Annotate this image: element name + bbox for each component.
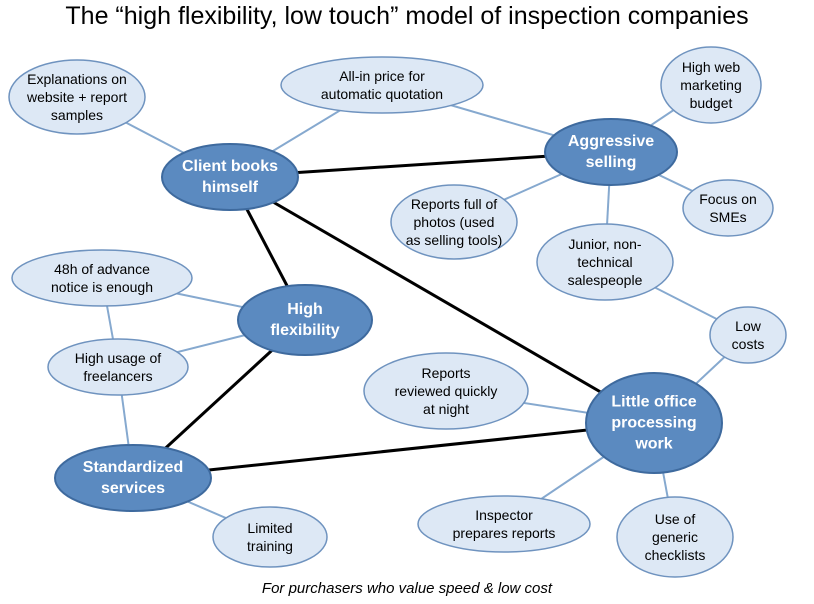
node-shape-junior-salespeople [536,223,674,301]
node-label-low-costs-line-0: Low [735,318,762,334]
diagram-title: The “high flexibility, low touch” model … [65,2,749,30]
node-label-reports-reviewed-quickly-line-0: Reports [421,365,470,381]
node-label-little-office-processing-work-line-2: work [634,435,672,452]
node-high-usage-freelancers: High usage of freelancers [47,338,189,396]
node-label-little-office-processing-work-line-0: Little office [611,394,696,411]
node-junior-salespeople: Junior, non-technical salespeople [536,223,674,301]
node-label-explanations-on-website-line-2: samples [51,107,103,123]
node-shape-client-books-himself [161,143,299,211]
node-label-generic-checklists-line-0: Use of [655,511,696,527]
node-label-advance-notice-line-0: 48h of advance [54,261,150,277]
node-label-reports-full-of-photos-line-1: photos (used [414,214,495,230]
node-label-explanations-on-website-line-1: website + report [26,89,127,105]
node-layer: Client bookshimselfAggressivesellingHigh… [8,46,787,578]
node-standardized-services: Standardized services [54,444,212,512]
node-shape-focus-on-smes [682,179,774,237]
node-label-reports-reviewed-quickly-line-2: at night [423,401,469,417]
node-reports-full-of-photos: Reports full of photos (used as selling to… [390,184,518,260]
node-little-office-processing-work: Little office processing work [585,372,723,474]
edge-client-books-himself-to-little-office-processing-work [229,175,655,425]
node-label-high-flexibility-line-0: High [287,301,323,318]
node-label-aggressive-selling-line-0: Aggressive [568,133,654,150]
node-label-reports-full-of-photos-line-0: Reports full of [411,196,497,212]
node-label-focus-on-smes-line-0: Focus on [699,191,757,207]
node-label-aggressive-selling-line-1: selling [586,154,637,171]
node-shape-reports-reviewed-quickly [363,352,529,430]
node-shape-little-office-processing-work [585,372,723,474]
node-label-limited-training-line-0: Limited [247,520,292,536]
node-label-generic-checklists-line-2: checklists [645,547,706,563]
node-label-generic-checklists-line-1: generic [652,529,698,545]
node-reports-reviewed-quickly: Reports reviewed quickly at night [363,352,529,430]
node-shape-high-flexibility [237,284,373,356]
node-label-explanations-on-website-line-0: Explanations on [27,71,127,87]
node-client-books-himself: Client books himself [161,143,299,211]
node-label-inspector-prepares-reports-line-0: Inspector [475,507,533,523]
node-high-flexibility: High flexibility [237,284,373,356]
node-label-junior-salespeople-line-1: technical [577,254,632,270]
node-shape-high-web-marketing-budget [660,46,762,124]
node-label-junior-salespeople-line-2: salespeople [568,272,643,288]
node-shape-all-in-price [280,56,484,114]
node-label-client-books-himself-line-0: Client books [182,158,278,175]
node-label-limited-training-line-1: training [247,538,293,554]
node-label-high-web-marketing-budget-line-0: High web [682,59,741,75]
node-label-advance-notice-line-1: notice is enough [51,279,153,295]
node-label-client-books-himself-line-1: himself [202,179,259,196]
node-shape-standardized-services [54,444,212,512]
edge-standardized-services-to-little-office-processing-work [132,421,655,480]
node-label-little-office-processing-work-line-1: processing [611,415,696,432]
node-low-costs: Low costs [709,306,787,364]
node-shape-reports-full-of-photos [390,184,518,260]
node-shape-generic-checklists [616,496,734,578]
node-label-high-web-marketing-budget-line-1: marketing [680,77,741,93]
node-inspector-prepares-reports: Inspector prepares reports [417,495,591,553]
node-label-focus-on-smes-line-1: SMEs [709,209,746,225]
node-shape-low-costs [709,306,787,364]
node-label-all-in-price-line-0: All-in price for [339,68,425,84]
node-label-all-in-price-line-1: automatic quotation [321,86,443,102]
node-aggressive-selling: Aggressive selling [544,118,678,186]
node-shape-inspector-prepares-reports [417,495,591,553]
node-shape-high-usage-freelancers [47,338,189,396]
node-shape-limited-training [212,506,328,568]
node-label-high-usage-freelancers-line-1: freelancers [83,368,152,384]
node-advance-notice: 48h of advance notice is enough [11,249,193,307]
node-high-web-marketing-budget: High web marketing budget [660,46,762,124]
node-shape-explanations-on-website [8,59,146,135]
diagram-footer: For purchasers who value speed & low cos… [261,580,553,597]
node-label-junior-salespeople-line-0: Junior, non- [568,236,641,252]
node-label-reports-reviewed-quickly-line-1: reviewed quickly [395,383,498,399]
node-label-high-flexibility-line-1: flexibility [270,322,339,339]
node-label-high-web-marketing-budget-line-2: budget [690,95,733,111]
node-label-standardized-services-line-0: Standardized [83,459,183,476]
node-label-low-costs-line-1: costs [732,336,765,352]
node-generic-checklists: Use of generic checklists [616,496,734,578]
node-label-inspector-prepares-reports-line-1: prepares reports [453,525,556,541]
node-explanations-on-website: Explanations on website + report samples [8,59,146,135]
node-label-standardized-services-line-1: services [101,480,165,497]
node-label-high-usage-freelancers-line-0: High usage of [75,350,162,366]
node-shape-advance-notice [11,249,193,307]
node-focus-on-smes: Focus on SMEs [682,179,774,237]
node-limited-training: Limited training [212,506,328,568]
node-shape-aggressive-selling [544,118,678,186]
node-all-in-price: All-in price for automatic quotation [280,56,484,114]
node-label-reports-full-of-photos-line-2: as selling tools) [406,232,503,248]
